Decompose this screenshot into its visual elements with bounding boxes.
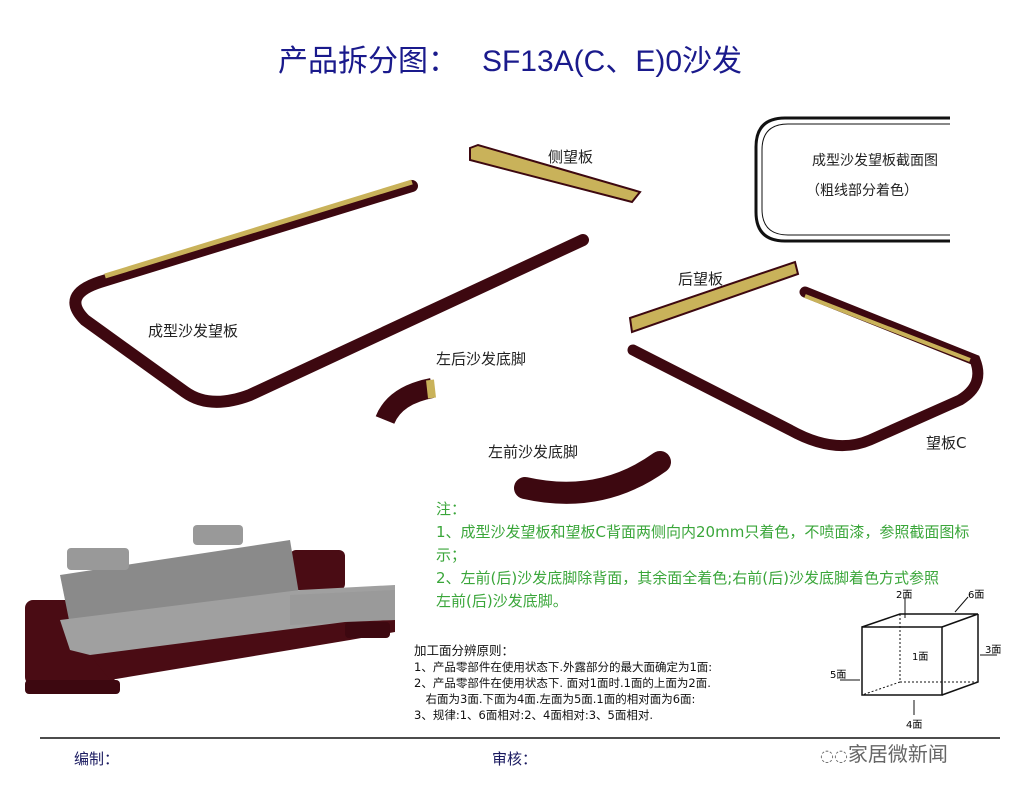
notes-heading: 注：: [436, 500, 467, 518]
label-rear-panel: 后望板: [678, 270, 724, 288]
rules-heading: 加工面分辨原则：: [414, 643, 515, 658]
processing-rules: 加工面分辨原则： 1、产品零部件在使用状态下.外露部分的最大面确定为1面: 2、…: [414, 643, 712, 723]
note-line: 左前(后)沙发底脚。: [436, 592, 568, 610]
note-line: 1、成型沙发望板和望板C背面两侧向内20mm只着色，不喷面漆，参照截面图标: [436, 523, 970, 541]
label-left-rear-foot: 左后沙发底脚: [436, 350, 527, 368]
face-cube-diagram: [840, 596, 997, 715]
panel-c-veneer: [804, 294, 971, 362]
editor-label: 编制：: [74, 750, 120, 768]
cube-face-1: 1面: [912, 652, 929, 663]
rule-line: 2、产品零部件在使用状态下. 面对1面时.1面的上面为2面.: [414, 676, 711, 690]
cube-face-3: 3面: [985, 645, 1002, 656]
left-front-foot: [514, 451, 671, 504]
watermark: ◌◌家居微新闻: [820, 738, 948, 767]
wechat-icon: ◌◌: [820, 746, 848, 765]
note-line: 示；: [436, 546, 467, 564]
formed-panel-veneer: [104, 179, 413, 279]
section-subtitle: （粗线部分着色）: [806, 183, 918, 199]
side-panel: [469, 143, 642, 204]
cube-face-4: 4面: [906, 720, 923, 731]
notes: 注： 1、成型沙发望板和望板C背面两侧向内20mm只着色，不喷面漆，参照截面图标…: [436, 498, 969, 613]
label-formed-panel: 成型沙发望板: [148, 322, 239, 340]
cube-face-2: 2面: [896, 590, 913, 601]
rule-line: 右面为3面.下面为4面.左面为5面.1面的相对面为6面:: [414, 692, 696, 706]
section-outline-thin: [761, 123, 950, 236]
left-rear-foot: [375, 378, 435, 425]
page-title: 产品拆分图： SF13A(C、E)0沙发: [0, 36, 1020, 80]
label-panel-c: 望板C: [926, 434, 967, 452]
formed-sofa-panel: [69, 180, 589, 408]
rule-line: 1、产品零部件在使用状态下.外露部分的最大面确定为1面:: [414, 660, 713, 674]
panel-c: [627, 286, 984, 452]
label-left-front-foot: 左前沙发底脚: [488, 443, 579, 461]
left-rear-foot-veneer: [426, 379, 436, 399]
cube-face-5: 5面: [830, 670, 847, 681]
sofa-image: [25, 525, 395, 694]
cube-face-6: 6面: [968, 590, 985, 601]
reviewer-label: 审核：: [492, 750, 538, 768]
rule-line: 3、规律:1、6面相对:2、4面相对:3、5面相对.: [414, 708, 653, 722]
watermark-text: 家居微新闻: [847, 742, 948, 766]
section-title: 成型沙发望板截面图: [812, 153, 938, 169]
section-outline-thick: [754, 116, 950, 243]
rear-panel: [628, 260, 800, 334]
label-side-panel: 侧望板: [548, 148, 594, 166]
note-line: 2、左前(后)沙发底脚除背面，其余面全着色;右前(后)沙发底脚着色方式参照: [436, 569, 940, 587]
title-model: SF13A(C、E)0沙发: [481, 45, 743, 78]
title-prefix: 产品拆分图：: [277, 44, 458, 79]
